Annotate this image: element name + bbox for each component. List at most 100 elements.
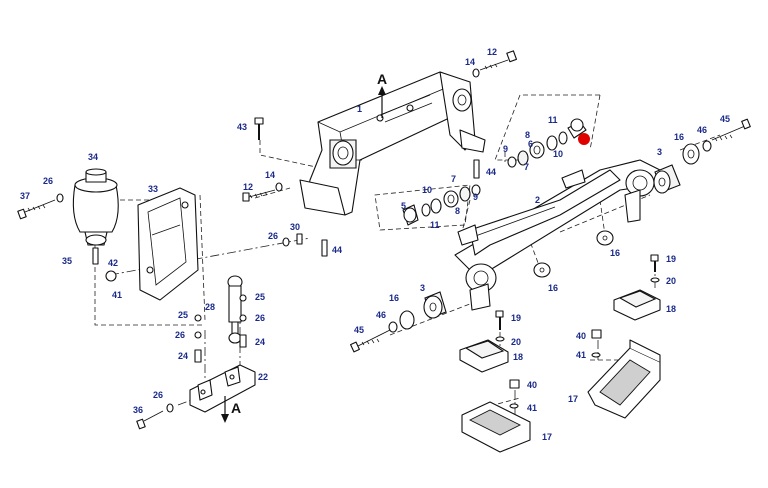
nut-40-right — [591, 329, 602, 339]
part-number-label: 40 — [527, 380, 537, 390]
pin-44-left — [321, 239, 328, 257]
bushing-set-lower — [402, 184, 481, 226]
bolt-12-top — [479, 50, 518, 71]
part-number-label: 45 — [354, 325, 364, 335]
washer-26-base — [166, 403, 174, 413]
part-number-label: 26 — [153, 390, 163, 400]
part-number-label: 3 — [657, 147, 662, 157]
washer-16-b — [533, 262, 551, 278]
part-number-label: 41 — [112, 290, 122, 300]
part-number-label: 2 — [535, 195, 540, 205]
part-number-label: 20 — [511, 337, 521, 347]
highlight-marker — [578, 133, 590, 145]
bolt-43 — [254, 117, 264, 140]
spring-24-left — [194, 349, 202, 363]
part-number-label: 8 — [525, 130, 530, 140]
nut-42 — [105, 270, 117, 282]
part-number-label: 26 — [43, 176, 53, 186]
part-number-label: 11 — [430, 220, 440, 230]
section-marker-bottom: A — [231, 400, 241, 416]
washer-14-left — [275, 182, 283, 192]
part-number-label: 42 — [108, 258, 118, 268]
bolt-30 — [296, 233, 303, 245]
bolt-19-center — [495, 310, 504, 330]
bolt-36 — [136, 410, 164, 430]
part-number-label: 43 — [237, 122, 247, 132]
part-number-label: 16 — [674, 132, 684, 142]
part-number-label: 25 — [178, 310, 188, 320]
part-number-label: 25 — [255, 292, 265, 302]
bolt-12-left — [242, 189, 276, 202]
bushing-set-upper — [507, 118, 590, 168]
part-number-label: 44 — [332, 245, 342, 255]
part-number-label: 44 — [486, 167, 496, 177]
washer-14-top — [472, 68, 480, 78]
bushing-16-right — [682, 143, 700, 165]
part-number-label: 12 — [243, 182, 253, 192]
nut-40-center — [509, 379, 520, 389]
bolt-45-left — [350, 329, 391, 353]
part-number-label: 28 — [205, 302, 215, 312]
washer-26-right — [239, 314, 247, 322]
air-spring-34 — [72, 168, 119, 265]
pad-18-right — [613, 289, 661, 321]
part-number-label: 40 — [576, 331, 586, 341]
part-number-label: 6 — [528, 139, 533, 149]
part-number-label: 8 — [455, 206, 460, 216]
part-number-label: 26 — [255, 313, 265, 323]
part-number-label: 1 — [357, 104, 362, 114]
part-number-label: 41 — [527, 403, 537, 413]
part-number-label: 14 — [265, 170, 275, 180]
part-number-label: 20 — [666, 276, 676, 286]
part-number-label: 30 — [290, 222, 300, 232]
part-number-label: 46 — [697, 125, 707, 135]
washer-20-right — [650, 277, 660, 283]
base-bracket-22 — [189, 364, 256, 413]
bracket-33 — [137, 187, 199, 301]
washer-26-shock-top — [282, 237, 290, 247]
a-frame-arm-part-2 — [454, 159, 661, 311]
bushing-3-right — [653, 164, 681, 194]
part-number-label: 18 — [513, 352, 523, 362]
bolt-37 — [17, 199, 56, 220]
washer-41-center — [509, 403, 519, 409]
part-number-label: 5 — [401, 201, 406, 211]
part-number-label: 9 — [503, 144, 508, 154]
section-arrow-bottom: A — [221, 396, 241, 423]
part-number-label: 26 — [268, 231, 278, 241]
spring-24-right — [239, 334, 247, 348]
part-number-label: 10 — [553, 149, 563, 159]
part-number-label: 34 — [88, 152, 98, 162]
washer-46-left — [388, 321, 398, 333]
part-number-label: 7 — [451, 174, 456, 184]
part-number-label: 9 — [473, 192, 478, 202]
part-number-label: 36 — [133, 405, 143, 415]
part-labels: 1233567788991010111112121414161616161717… — [20, 47, 730, 442]
part-number-label: 16 — [389, 293, 399, 303]
part-number-label: 22 — [258, 372, 268, 382]
section-arrow-top: A — [377, 71, 387, 118]
part-number-label: 46 — [376, 310, 386, 320]
frame-crossmember-part-1 — [299, 71, 486, 216]
part-number-label: 26 — [175, 330, 185, 340]
mount-17-right — [587, 339, 661, 419]
washer-20-center — [495, 336, 505, 342]
bushing-16-left — [399, 310, 415, 330]
washer-16-a — [596, 230, 614, 246]
part-number-label: 14 — [465, 57, 475, 67]
washer-26-left — [194, 331, 202, 339]
part-number-label: 35 — [62, 256, 72, 266]
bolt-19-right — [650, 254, 659, 272]
washer-25-left — [194, 314, 202, 322]
part-number-label: 24 — [178, 351, 188, 361]
part-number-label: 24 — [255, 337, 265, 347]
part-number-label: 12 — [487, 47, 497, 57]
part-number-label: 11 — [548, 115, 558, 125]
part-number-label: 33 — [148, 184, 158, 194]
section-marker-top: A — [377, 71, 387, 87]
bushing-3-left — [423, 291, 447, 319]
bolt-45-right — [711, 118, 751, 142]
part-number-label: 16 — [548, 283, 558, 293]
part-number-label: 37 — [20, 191, 30, 201]
